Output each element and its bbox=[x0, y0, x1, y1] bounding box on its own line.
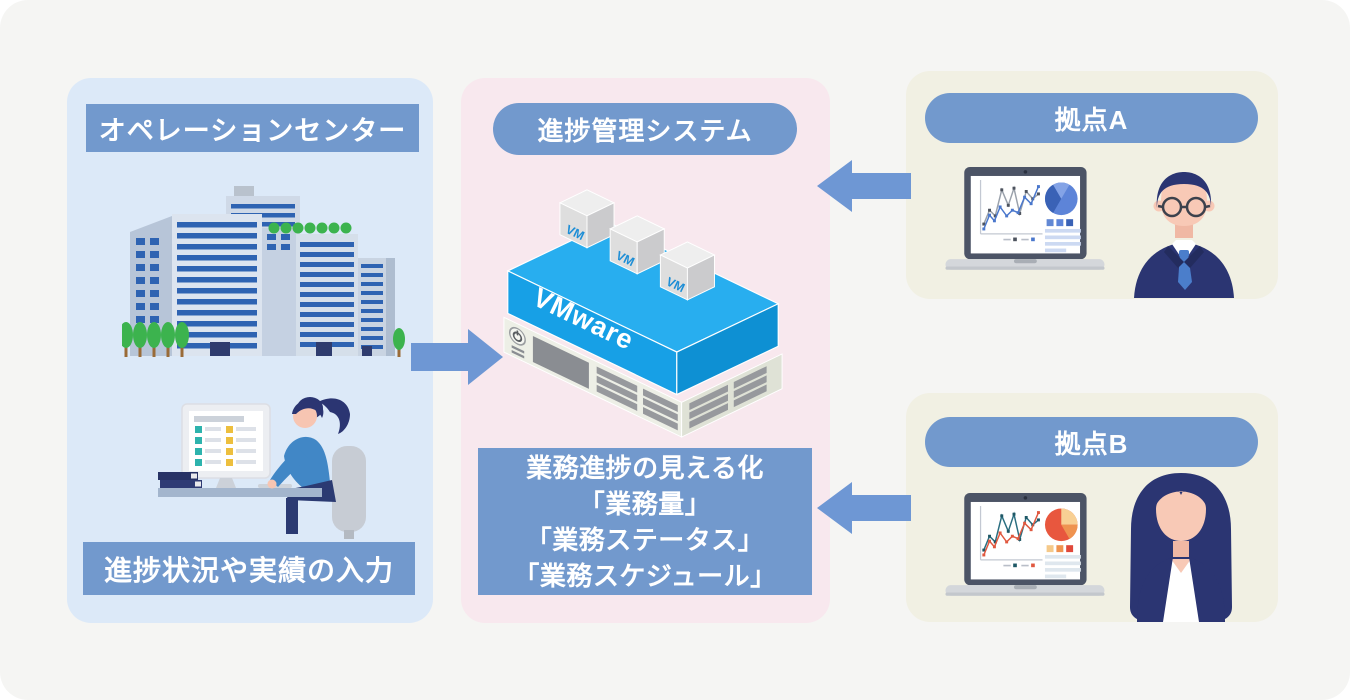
progress-system-panel: 進捗管理システム bbox=[461, 78, 830, 623]
businesswoman-icon bbox=[1130, 473, 1232, 622]
laptop-dashboard-a-icon bbox=[945, 167, 1105, 270]
site-b-panel: 拠点B bbox=[906, 393, 1278, 622]
operator-at-desk-icon bbox=[158, 397, 366, 539]
visualization-note: 業務進捗の見える化 「業務量」 「業務ステータス」 「業務スケジュール」 bbox=[478, 448, 812, 595]
operation-center-panel: オペレーションセンター bbox=[67, 78, 433, 623]
businessman-icon bbox=[1134, 172, 1234, 298]
note-line-1: 業務進捗の見える化 bbox=[526, 452, 764, 483]
progress-system-title: 進捗管理システム bbox=[493, 103, 797, 155]
arrow-left-site-a-icon bbox=[817, 160, 911, 212]
vmware-server-icon: VM VM VM VMware bbox=[503, 189, 783, 438]
office-building-icon bbox=[122, 186, 405, 357]
site-a-panel: 拠点A bbox=[906, 71, 1278, 299]
laptop-dashboard-b-icon bbox=[945, 493, 1105, 596]
site-a-title: 拠点A bbox=[925, 93, 1258, 143]
note-line-3: 「業務ステータス」 bbox=[525, 524, 765, 555]
arrow-left-site-b-icon bbox=[817, 482, 911, 534]
operation-center-title: オペレーションセンター bbox=[86, 104, 419, 152]
arrow-right-icon bbox=[411, 329, 503, 385]
operation-center-caption: 進捗状況や実績の入力 bbox=[83, 542, 415, 595]
note-line-4: 「業務スケジュール」 bbox=[513, 560, 777, 591]
site-b-title: 拠点B bbox=[925, 417, 1258, 467]
note-line-2: 「業務量」 bbox=[578, 488, 712, 519]
